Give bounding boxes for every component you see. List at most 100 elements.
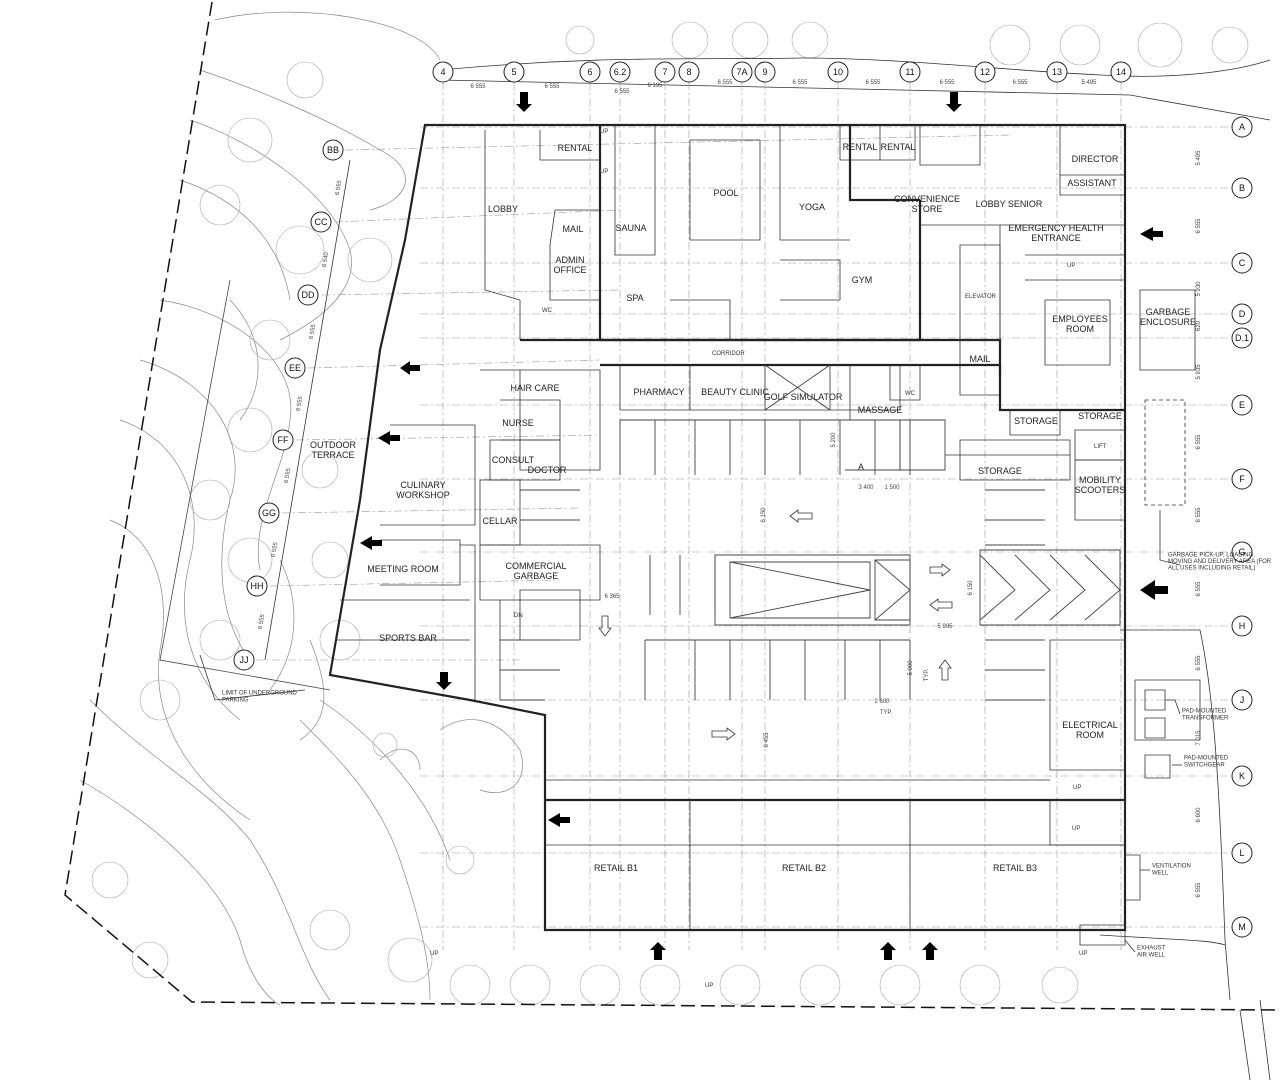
svg-text:6 150: 6 150 [968,580,974,596]
room-nurse: NURSE [502,418,534,428]
room-storage-2: STORAGE [1078,411,1122,421]
svg-text:6 555: 6 555 [614,89,630,95]
grid-diag-gg: GG [262,508,276,518]
svg-text:6 540: 6 540 [322,251,331,267]
svg-text:UP: UP [600,169,608,175]
svg-text:6 555: 6 555 [258,613,267,629]
svg-text:6 555: 6 555 [470,84,486,90]
grid-diag-bb: BB [327,145,339,155]
room-cellar: CELLAR [482,516,518,526]
svg-text:5 200: 5 200 [831,432,837,448]
grid-col-10: 10 [833,67,843,77]
svg-text:6 555: 6 555 [865,80,881,86]
svg-text:6 555: 6 555 [271,541,280,557]
svg-text:6 455: 6 455 [764,732,770,748]
grid-diag-jj: JJ [240,655,249,665]
room-golf-simulator: GOLF SIMULATOR [764,392,843,402]
column-grid-bubbles: 4 5 6 6.2 7 8 7A 9 10 11 12 13 14 [432,61,1132,83]
svg-text:6 555: 6 555 [792,80,808,86]
landscape-area [79,11,1271,1081]
grid-col-7a: 7A [736,67,747,77]
grid-row-f: F [1239,474,1245,484]
svg-text:5 935: 5 935 [1196,364,1202,380]
grid-diag-ff: FF [278,435,289,445]
room-sports-bar: SPORTS BAR [379,633,437,643]
grid-diag-dd: DD [302,290,315,300]
svg-text:A: A [858,462,864,472]
svg-text:6 555: 6 555 [1012,80,1028,86]
grid-row-d: D [1239,309,1246,319]
grid-row-m: M [1238,922,1246,932]
entry-arrows [360,92,1168,960]
room-beauty-clinic: BEAUTY CLINIC [701,387,769,397]
svg-text:6 555: 6 555 [1196,581,1202,597]
room-gym: GYM [852,275,873,285]
grid-diag-ee: EE [289,363,301,373]
svg-text:3 400: 3 400 [858,485,874,491]
row-grid-bubbles: A B C D D.1 E F G H J K L M [1231,116,1253,938]
svg-text:UP: UP [430,951,438,957]
svg-text:6 600: 6 600 [1196,807,1202,823]
room-storage-1: STORAGE [1014,416,1058,426]
room-mail: MAIL [562,224,583,234]
svg-text:5 495: 5 495 [1081,80,1097,86]
svg-text:5 495: 5 495 [1196,150,1202,166]
grid-row-a: A [1239,122,1245,132]
room-consult: CONSULT [492,455,535,465]
svg-text:6 555: 6 555 [1196,218,1202,234]
grid-col-9: 9 [762,67,767,77]
svg-text:7 015: 7 015 [1196,730,1202,746]
svg-text:UP: UP [1073,785,1081,791]
grid-col-6: 6 [587,67,592,77]
svg-text:UP: UP [1067,263,1075,269]
property-line [64,1,1280,1011]
building-walls [328,123,1201,946]
parking-stalls [500,419,1121,701]
room-meeting-room: MEETING ROOM [367,564,439,574]
room-sauna: SAUNA [615,223,646,233]
grid-col-13: 13 [1052,67,1062,77]
room-lobby: LOBBY [488,204,518,214]
grid-row-e: E [1239,400,1245,410]
room-mail-2: MAIL [969,354,990,364]
grid-col-11: 11 [905,67,914,77]
svg-text:UP: UP [1079,951,1087,957]
grid-row-j: J [1240,695,1245,705]
svg-text:6 555: 6 555 [309,323,318,339]
underground-parking-limit [159,279,331,691]
room-storage-3: STORAGE [978,466,1022,476]
room-retail-b2: RETAIL B2 [782,863,826,873]
room-retail-b1: RETAIL B1 [594,863,638,873]
grid-col-8: 8 [686,67,691,77]
room-hair-care: HAIR CARE [510,383,559,393]
room-rental: RENTAL [558,143,593,153]
svg-text:5 000: 5 000 [908,660,914,676]
svg-text:WC: WC [905,391,916,397]
svg-text:TYP.: TYP. [880,710,893,716]
svg-text:UP: UP [705,983,713,989]
svg-text:6 195: 6 195 [647,83,663,89]
svg-text:620: 620 [1196,320,1202,331]
room-lobby-senior: LOBBY SENIOR [976,199,1043,209]
svg-text:6 555: 6 555 [717,80,733,86]
grid-col-7: 7 [662,67,667,77]
grid-row-c: C [1239,258,1246,268]
room-lift: LIFT [1094,444,1107,450]
room-corridor: CORRIDOR [712,351,745,357]
grid-row-l: L [1239,848,1244,858]
grid-col-4: 4 [440,67,445,77]
svg-text:6 555: 6 555 [284,467,293,483]
grid-col-12: 12 [980,67,990,77]
svg-text:6 555: 6 555 [1196,434,1202,450]
svg-text:UP: UP [1072,826,1080,832]
